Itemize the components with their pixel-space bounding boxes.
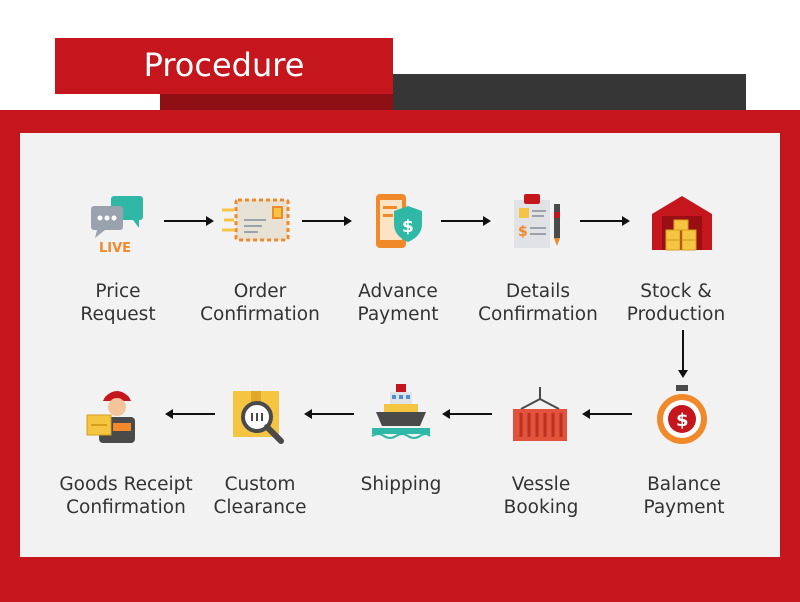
- step-label-stock-production: Stock & Production: [626, 281, 726, 325]
- envelope-chip-icon: [222, 192, 292, 256]
- step-label-price-request: Price Request: [80, 281, 156, 325]
- step-label-balance-payment: Balance Payment: [643, 474, 725, 518]
- flow-arrow-left: [304, 409, 354, 419]
- warehouse-icon: [648, 192, 718, 256]
- step-label-vessle-booking: Vessle Booking: [503, 474, 579, 518]
- svg-text:$: $: [402, 217, 414, 237]
- clipboard-document-icon: $: [502, 192, 572, 256]
- step-label-details-confirmation: Details Confirmation: [478, 281, 598, 325]
- flow-arrow-left: [442, 409, 492, 419]
- step-label-custom-clearance: Custom Clearance: [213, 474, 307, 518]
- delivery-man-icon: [83, 385, 153, 449]
- flow-arrow-left: [582, 409, 632, 419]
- flow-arrow-down: [678, 330, 688, 378]
- shipping-container-icon: [505, 385, 575, 449]
- step-label-goods-receipt: Goods Receipt Confirmation: [59, 474, 193, 518]
- page-title: Procedure: [143, 46, 305, 84]
- flow-arrow: [580, 216, 630, 226]
- flow-arrow: [441, 216, 491, 226]
- flow-arrow: [164, 216, 214, 226]
- stopwatch-dollar-icon: $: [648, 385, 718, 449]
- svg-text:LIVE: LIVE: [99, 241, 131, 256]
- svg-text:$: $: [518, 224, 528, 240]
- step-label-order-confirmation: Order Confirmation: [200, 281, 320, 325]
- flow-arrow-left: [165, 409, 215, 419]
- magnifier-box-icon: [225, 385, 295, 449]
- live-chat-icon: LIVE: [83, 192, 153, 256]
- title-banner: Procedure: [55, 38, 393, 94]
- step-label-advance-payment: Advance Payment: [357, 281, 439, 325]
- step-label-shipping: Shipping: [360, 474, 442, 495]
- svg-text:$: $: [676, 410, 689, 431]
- title-shadow: [160, 94, 393, 110]
- flow-arrow: [302, 216, 352, 226]
- mobile-payment-shield-icon: $: [362, 192, 432, 256]
- cargo-ship-icon: [366, 380, 436, 444]
